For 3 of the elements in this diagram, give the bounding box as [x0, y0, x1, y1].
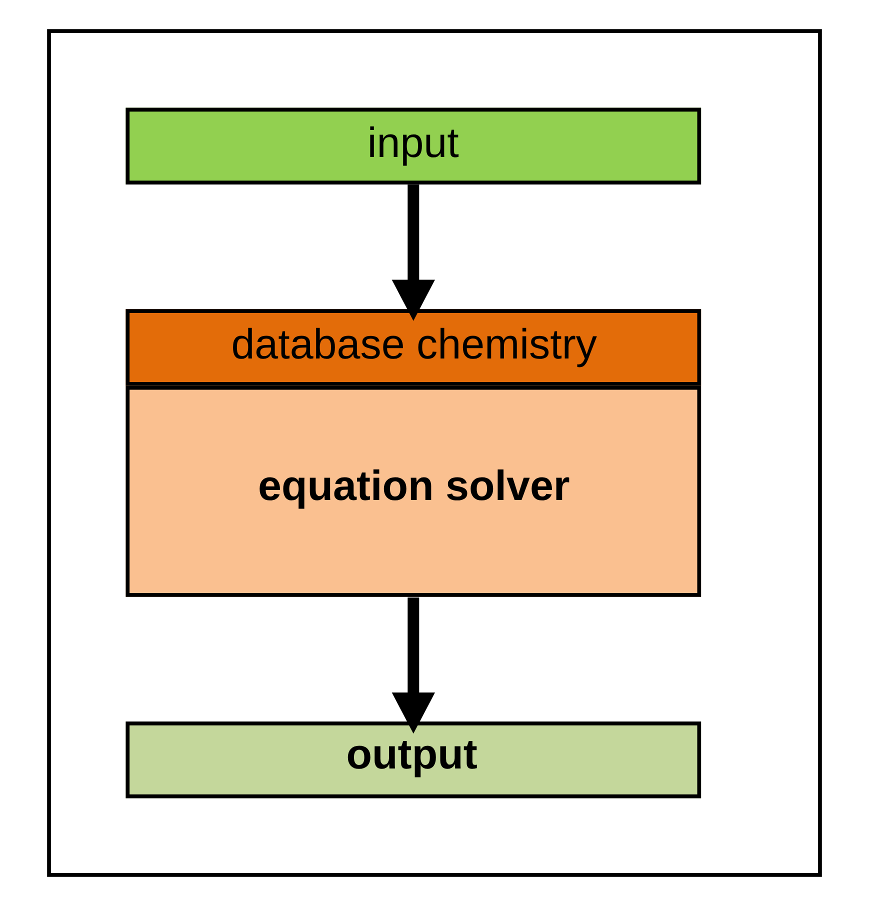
cluster: [47, 29, 822, 877]
arrow: [392, 184, 435, 321]
arrow: [392, 598, 435, 734]
